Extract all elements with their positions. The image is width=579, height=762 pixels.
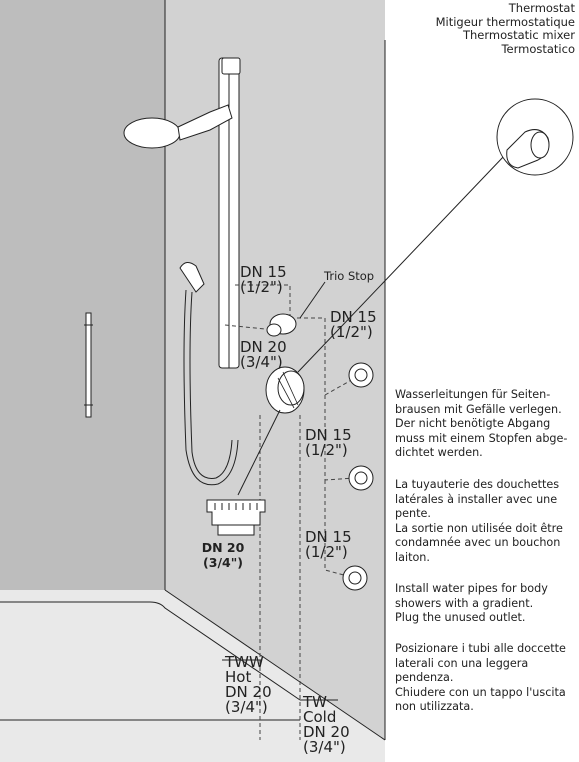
inch-size: (1/2")	[305, 543, 348, 561]
inch-size: (3/4")	[240, 353, 283, 371]
label-dn20-plug: DN 20 (3/4")	[200, 540, 246, 570]
inch-size: (3/4")	[303, 738, 346, 756]
tw-code: TW	[303, 693, 327, 711]
inch-size: (1/2")	[330, 323, 373, 341]
note-line: pendenza.	[395, 671, 454, 685]
note-english: Install water pipes for body showers wit…	[395, 582, 575, 626]
dn-size: DN 20	[225, 683, 272, 701]
dn-size: DN 15	[240, 263, 287, 281]
note-line: Der nicht benötigte Abgang	[395, 417, 551, 431]
note-italian: Posizionare i tubi alle doccette lateral…	[395, 642, 575, 715]
inch-size: (3/4")	[203, 555, 243, 570]
tww-code: TWW	[225, 653, 264, 671]
trio-stop-valve	[266, 313, 297, 337]
dn-size: DN 15	[305, 426, 352, 444]
label-trio-stop: Trio Stop	[324, 269, 375, 283]
shower-rail	[218, 57, 241, 369]
dashed-pipes	[224, 284, 356, 740]
note-line: Chiudere con un tappo l'uscita	[395, 685, 566, 699]
leader-lines	[237, 154, 506, 496]
inch-size: (3/4")	[225, 698, 268, 716]
note-line: condamnée avec un bouchon	[395, 536, 561, 550]
dn-size: DN 15	[330, 308, 377, 326]
note-german: Wasserleitungen für Seiten- brausen mit …	[395, 388, 575, 461]
note-line: showers with a gradient.	[395, 596, 534, 610]
note-line: brausen mit Gefälle verlegen.	[395, 402, 562, 416]
note-line: La tuyauterie des douchettes	[395, 478, 560, 491]
plug-fitting	[206, 499, 266, 536]
note-line: La sortie non utilisée doit être	[395, 521, 563, 535]
towel-bar	[84, 312, 93, 418]
note-line: dichtet werden.	[395, 446, 483, 460]
label-dn15-b: DN 15 (1/2")	[330, 310, 377, 340]
label-dn15-d: DN 15 (1/2")	[305, 530, 352, 560]
note-line: Wasserleitungen für Seiten-	[395, 388, 551, 401]
side-wall	[0, 0, 165, 590]
note-line: pente.	[395, 507, 431, 521]
inch-size: (1/2")	[305, 441, 348, 459]
note-french: La tuyauterie des douchettes latérales à…	[395, 478, 575, 565]
note-line: non utilizzata.	[395, 700, 474, 714]
dn-size: DN 20	[201, 540, 245, 555]
label-dn15-c: DN 15 (1/2")	[305, 428, 352, 458]
hand-shower	[179, 262, 239, 486]
dn-size: DN 20	[303, 723, 350, 741]
thermostat-body	[265, 366, 305, 414]
note-line: laiton.	[395, 550, 430, 564]
label-dn20-a: DN 20 (3/4")	[240, 340, 287, 370]
note-line: latérales à installer avec une	[395, 492, 558, 506]
title-line: Thermostatic mixer	[462, 28, 575, 43]
note-line: Posizionare i tubi alle doccette	[395, 642, 566, 655]
body-shower-nozzles	[342, 362, 374, 591]
hot-word: Hot	[225, 668, 252, 686]
title-block: Thermostat Mitigeur thermostatique Therm…	[435, 1, 575, 56]
title-line: Termostatico	[501, 41, 575, 56]
thermostat-handle-detail	[496, 98, 574, 176]
label-dn15-a: DN 15 (1/2")	[240, 265, 287, 295]
supply-markers	[222, 659, 338, 701]
note-line: Plug the unused outlet.	[395, 611, 526, 625]
dn-size: DN 15	[305, 528, 352, 546]
dn-size: DN 20	[240, 338, 287, 356]
inch-size: (1/2")	[240, 278, 283, 296]
label-hot-supply: TWW Hot DN 20 (3/4")	[225, 655, 272, 715]
label-cold-supply: TW Cold DN 20 (3/4")	[303, 695, 350, 755]
title-line: Mitigeur thermostatique	[435, 14, 575, 29]
overhead-shower	[123, 104, 233, 149]
note-line: muss mit einem Stopfen abge-	[395, 431, 568, 445]
title-line: Thermostat	[508, 1, 575, 15]
bathtub-floor	[0, 590, 385, 762]
note-line: Install water pipes for body	[395, 582, 548, 595]
note-line: laterali con una leggera	[395, 656, 529, 670]
cold-word: Cold	[303, 708, 337, 726]
